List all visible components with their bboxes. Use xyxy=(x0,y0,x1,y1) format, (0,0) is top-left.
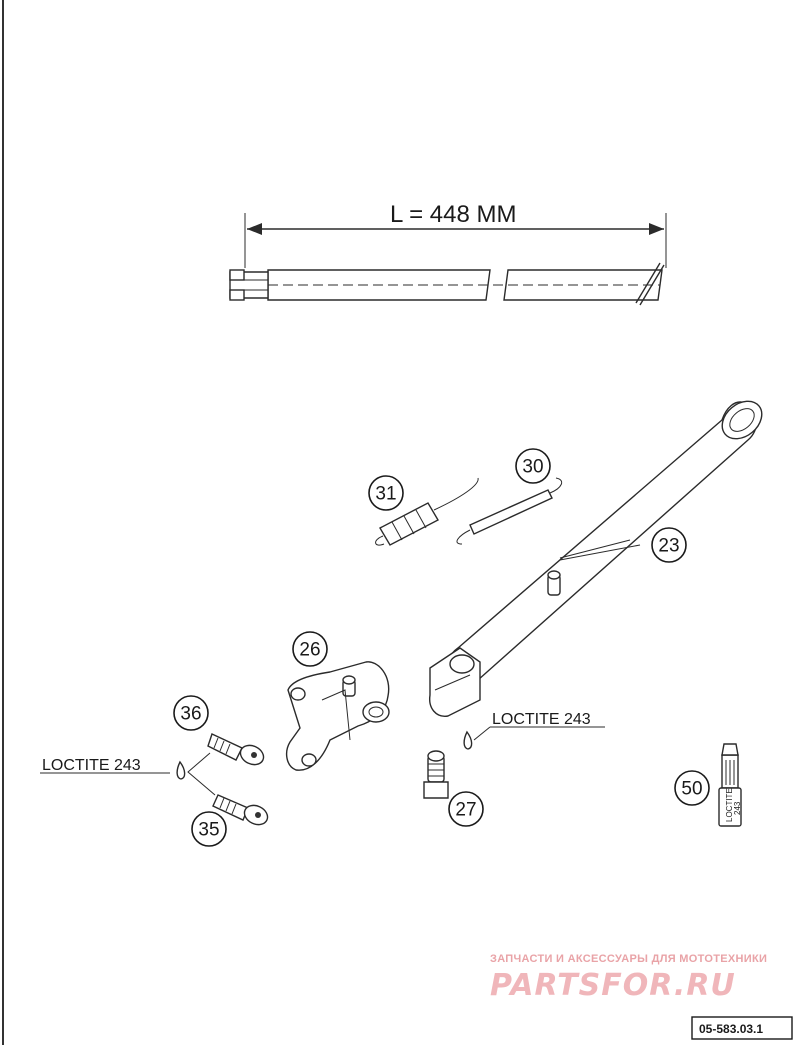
callout-30: 30 xyxy=(515,448,551,484)
callout-26: 26 xyxy=(292,631,328,667)
callout-23: 23 xyxy=(651,527,687,563)
document-number: 05-583.03.1 xyxy=(691,1016,793,1040)
watermark-brand: PARTSFOR.RU xyxy=(490,968,736,1003)
bottle-label: LOCTITE xyxy=(725,788,734,822)
loctite-label-left: LOCTITE 243 xyxy=(42,757,141,774)
svg-text:30: 30 xyxy=(522,457,543,478)
loctite-bottle: LOCTITE 243 xyxy=(718,743,742,827)
rod-length-drawing: L = 448 MM xyxy=(229,201,667,306)
callout-35: 35 xyxy=(191,811,227,847)
arrow-right-icon xyxy=(649,223,664,235)
document-number-text: 05-583.03.1 xyxy=(699,1022,763,1036)
svg-text:35: 35 xyxy=(198,820,219,841)
svg-text:50: 50 xyxy=(681,779,702,800)
svg-text:31: 31 xyxy=(375,484,396,505)
screw-35 xyxy=(212,794,269,826)
dimension-label: L = 448 MM xyxy=(390,201,517,228)
loctite-label-right: LOCTITE 243 xyxy=(492,711,591,728)
stand-bolt xyxy=(423,750,449,799)
svg-text:26: 26 xyxy=(299,640,320,661)
callout-50: 50 xyxy=(674,770,710,806)
side-stand-leg xyxy=(429,400,763,717)
watermark-tagline: ЗАПЧАСТИ И АКСЕССУАРЫ ДЛЯ МОТОТЕХНИКИ xyxy=(490,953,767,965)
svg-text:23: 23 xyxy=(658,536,679,557)
long-spring xyxy=(456,477,563,545)
loctite-drop-left-icon xyxy=(176,760,186,780)
callout-36: 36 xyxy=(173,695,209,731)
bottle-number: 243 xyxy=(733,801,742,815)
mounting-bracket xyxy=(285,661,390,771)
callout-27: 27 xyxy=(448,791,484,827)
callout-31: 31 xyxy=(368,475,404,511)
loctite-drop-right-icon xyxy=(463,730,473,750)
arrow-left-icon xyxy=(247,223,262,235)
svg-text:36: 36 xyxy=(180,704,201,725)
watermark: ЗАПЧАСТИ И АКСЕССУАРЫ ДЛЯ МОТОТЕХНИКИ PA… xyxy=(490,953,767,1003)
screw-36 xyxy=(207,733,265,766)
svg-text:27: 27 xyxy=(455,800,476,821)
short-spring xyxy=(375,477,479,546)
